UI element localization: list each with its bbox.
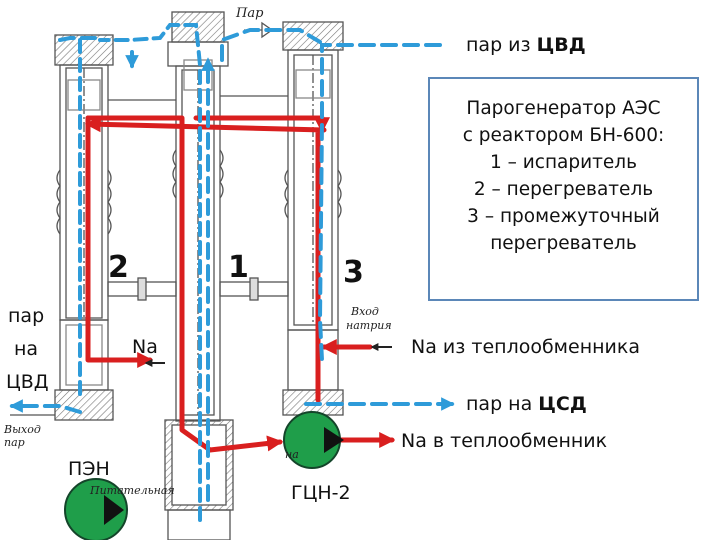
steam-top-right-loop <box>220 28 322 62</box>
info-line-title: Парогенератор АЭС <box>466 98 661 119</box>
info-line-3-cont: перегреватель <box>490 233 637 254</box>
label-steam-to-hpc-2: на <box>14 338 39 360</box>
drawing-label-na-inlet-1: Вход <box>351 305 379 318</box>
drawing-label-exit-2: пар <box>4 436 25 449</box>
steam-to-hpc-arrow <box>9 399 82 414</box>
main-circulation-pump-gcn <box>283 411 344 469</box>
sodium-flow <box>85 115 396 453</box>
label-steam-from-hpc: пар из ЦВД <box>466 34 586 56</box>
sodium-top-return <box>85 115 284 453</box>
label-steam-from-hpc-bold: ЦВД <box>536 34 586 56</box>
cross-piping <box>10 21 289 416</box>
feed-pump-pen <box>64 478 128 540</box>
feedwater-line <box>98 23 202 522</box>
label-steam-to-hpc-1: пар <box>8 305 45 327</box>
info-box: Парогенератор АЭС с реактором БН-600: 1 … <box>428 77 699 301</box>
label-steam-to-ipc-prefix: пар на <box>466 393 539 415</box>
steam-flow <box>9 23 455 522</box>
module-number-3: 3 <box>343 255 364 290</box>
module-number-2: 2 <box>108 250 129 285</box>
sodium-to-module-1-arrow <box>88 124 327 403</box>
label-pen: ПЭН <box>68 458 110 480</box>
steam-top-arrow <box>58 36 97 42</box>
info-line-1: 1 – испаритель <box>489 152 638 173</box>
info-line-3: 3 – промежуточный <box>467 206 660 227</box>
label-na-to-hx: Na в теплообменник <box>401 430 608 452</box>
label-gcn: ГЦН-2 <box>291 482 351 504</box>
info-line-reactor: с реактором БН-600: <box>462 125 665 146</box>
module-number-1: 1 <box>228 250 249 285</box>
drawing-label-gcn-fragment: на <box>285 448 299 461</box>
label-na-from-hx: Na из теплообменника <box>411 336 641 358</box>
module-3-drawing <box>282 21 344 416</box>
label-na: Na <box>132 336 158 358</box>
drawing-arrows <box>144 343 392 367</box>
drawing-label-steam: Пар <box>236 6 264 21</box>
label-steam-to-ipc-bold: ЦСД <box>538 393 587 415</box>
drawing-label-na-inlet-2: натрия <box>346 319 392 332</box>
label-steam-to-hpc-3: ЦВД <box>6 371 49 393</box>
info-line-2: 2 – перегреватель <box>473 179 654 200</box>
steam-from-hpc-line <box>317 43 442 362</box>
sodium-module-2-path <box>85 115 150 360</box>
label-steam-from-hpc-prefix: пар из <box>466 34 537 56</box>
drawing-label-feedwater: Питательная <box>90 484 175 497</box>
label-steam-to-ipc: пар на ЦСД <box>466 393 587 415</box>
drawing-label-exit-1: Выход <box>4 423 41 436</box>
